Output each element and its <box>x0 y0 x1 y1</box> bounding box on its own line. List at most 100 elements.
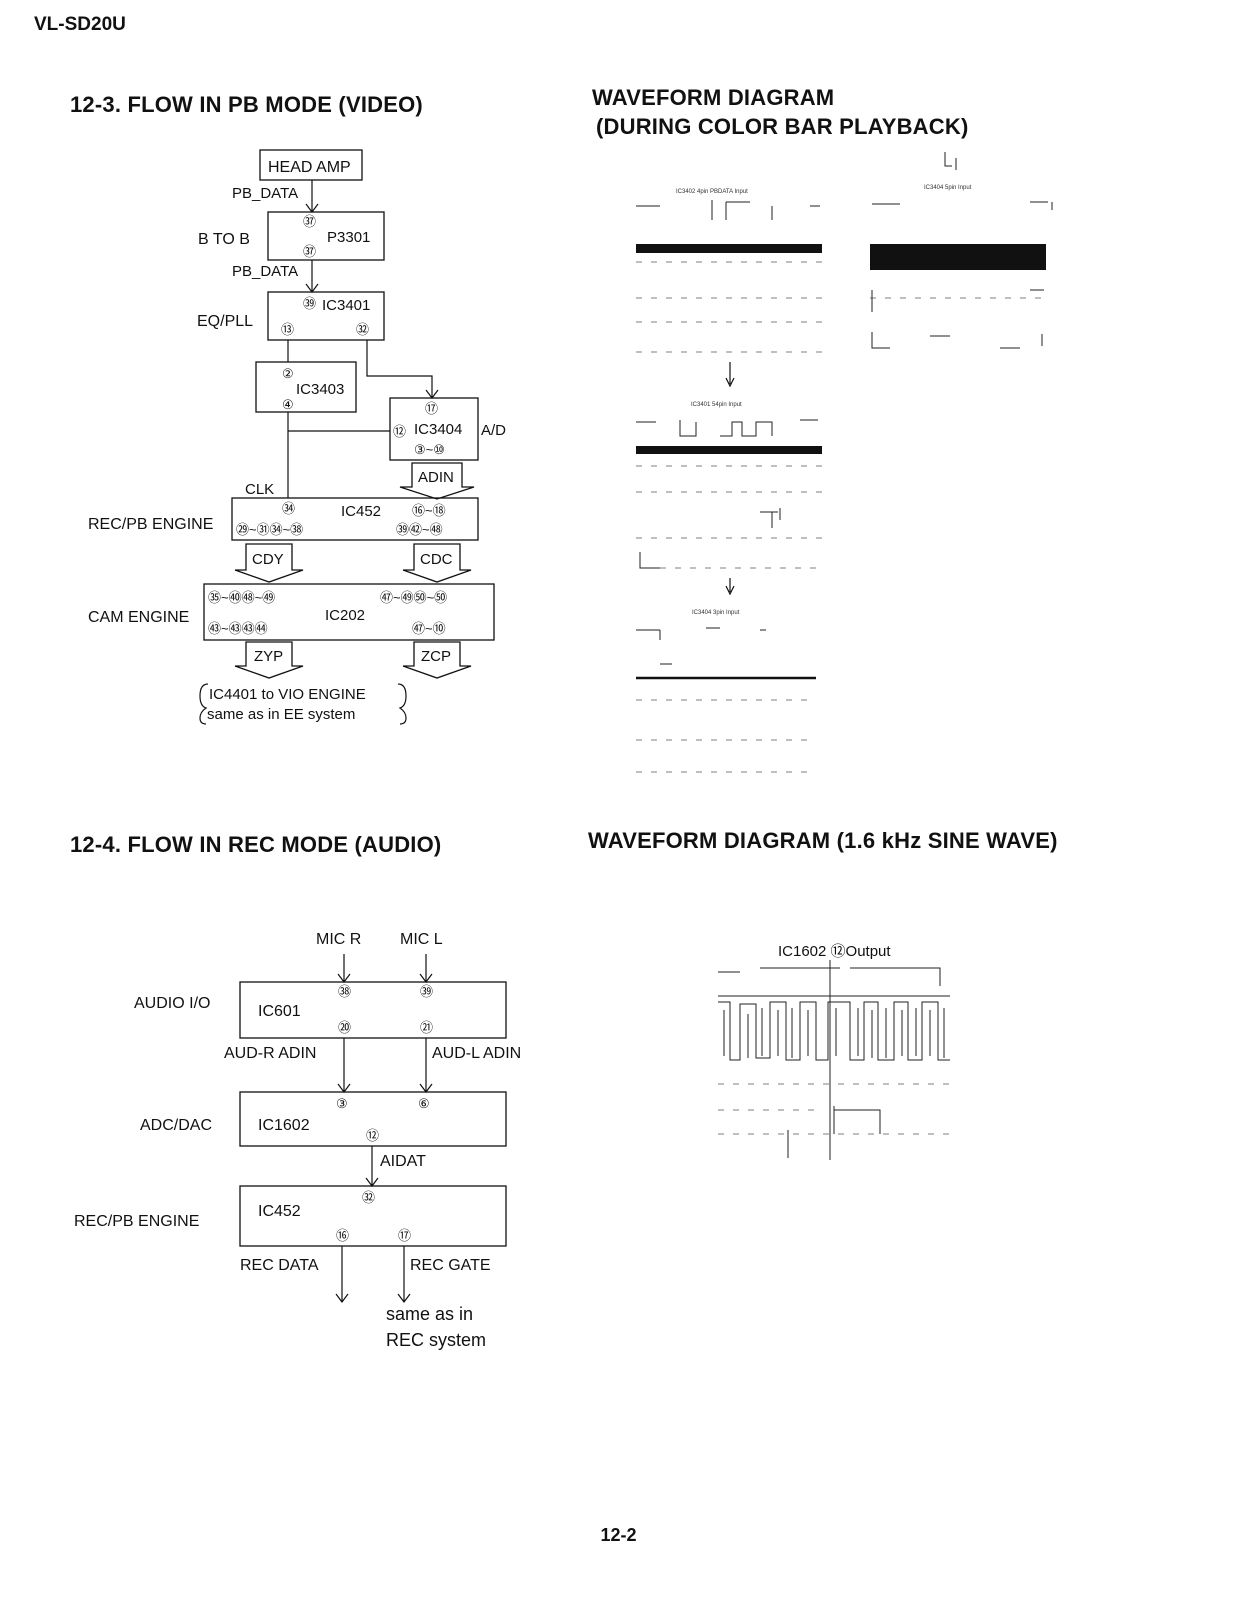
pin-32-audio: ㉜ <box>362 1190 375 1205</box>
ic202-pins-top-left: ㉟~㊵㊽~㊾ <box>208 590 275 605</box>
head-amp-label: HEAD AMP <box>268 159 351 176</box>
wf-down-arrow-1 <box>725 362 735 388</box>
ic601-label: IC601 <box>258 1003 301 1020</box>
pin-12: ⑫ <box>366 1128 379 1143</box>
zyp-label: ZYP <box>254 648 283 665</box>
ic452-audio-block <box>239 1185 507 1247</box>
ic202-block <box>203 583 495 641</box>
rec-gate-label: REC GATE <box>410 1257 491 1274</box>
ic452-pins-top-left: ㉞ <box>282 501 295 516</box>
recpb-engine-audio-label: REC/PB ENGINE <box>74 1213 199 1230</box>
pin-2: ② <box>282 366 294 381</box>
wf2-trace <box>870 201 1053 349</box>
ic452-pins-top-right: ⑯~⑱ <box>412 503 446 518</box>
cdy-label: CDY <box>252 551 284 568</box>
cdy-arrow <box>234 543 304 583</box>
waveform-title-rec: WAVEFORM DIAGRAM (1.6 kHz SINE WAVE) <box>588 828 1058 853</box>
cam-engine-label: CAM ENGINE <box>88 609 189 626</box>
zyp-arrow <box>234 641 304 679</box>
ic452-block <box>231 497 479 541</box>
page-number: 12-2 <box>600 1525 637 1545</box>
ic452-audio-label: IC452 <box>258 1203 301 1220</box>
rec-data-label: REC DATA <box>240 1257 319 1274</box>
eq-pll-label: EQ/PLL <box>197 313 253 330</box>
rec-note-line2: REC system <box>386 1330 486 1350</box>
ic452-pins-bottom-right: ㊴㊷~㊽ <box>396 522 443 537</box>
wf2-caption: IC3404 5pin Input <box>924 185 972 191</box>
wf-down-arrow-2 <box>725 578 735 596</box>
wf4-trace <box>636 627 816 773</box>
waveform-title-pb-line1: WAVEFORM DIAGRAM <box>592 85 835 110</box>
ic202-pins-bottom-left: ㊸~㊸㊸㊹ <box>208 621 268 636</box>
pin-37b: ㊲ <box>303 244 316 259</box>
pin-39: ㊴ <box>303 296 316 311</box>
pin-12: ⑫ <box>393 424 406 439</box>
ad-label: A/D <box>481 422 506 439</box>
p3301-label: P3301 <box>327 229 370 246</box>
ic1602-block <box>239 1091 507 1147</box>
ic3403-label: IC3403 <box>296 381 344 398</box>
recpb-engine-label: REC/PB ENGINE <box>88 516 213 533</box>
adin-arrow <box>399 462 475 500</box>
pin-21: ㉑ <box>420 1020 433 1035</box>
pin-3: ③ <box>336 1096 348 1111</box>
pb-waveform-panel: IC3402 4pin PBDATA Input IC3404 5pin Inp… <box>636 152 1053 773</box>
mic-r-label: MIC R <box>316 931 361 948</box>
pin-13: ⑬ <box>281 322 294 337</box>
wf1-trace <box>636 200 822 353</box>
ic601-block <box>239 981 507 1039</box>
ic452-label: IC452 <box>341 503 381 520</box>
aud-l-adin-label: AUD-L ADIN <box>432 1045 521 1062</box>
wf3-caption: IC3401 54pin Input <box>691 402 742 408</box>
clk-label: CLK <box>245 481 274 498</box>
p3301-block <box>267 211 385 261</box>
wf2-marker <box>944 152 957 170</box>
pb-video-flow-diagram: HEAD AMP PB_DATA B TO B ㊲ P3301 ㊲ PB_DAT… <box>88 149 506 725</box>
rec-waveform-caption: IC1602 ⑫Output <box>778 943 891 960</box>
section-title-pb-video: 12-3. FLOW IN PB MODE (VIDEO) <box>70 92 423 117</box>
pin-4: ④ <box>282 397 294 412</box>
rec-waveform-panel: IC1602 ⑫Output <box>718 943 950 1160</box>
mic-l-label: MIC L <box>400 931 443 948</box>
pin-116: ⑯ <box>336 1228 349 1243</box>
rec-waveform-trace <box>718 960 950 1160</box>
audio-io-label: AUDIO I/O <box>134 995 210 1012</box>
wf4-caption: IC3404 3pin Input <box>692 610 740 616</box>
waveform-title-pb-line2: (DURING COLOR BAR PLAYBACK) <box>596 114 969 139</box>
zcp-label: ZCP <box>421 648 451 665</box>
model-name: VL-SD20U <box>34 14 126 35</box>
pb-data-label-1: PB_DATA <box>232 185 298 202</box>
wf3-trace <box>636 419 822 569</box>
aidat-label: AIDAT <box>380 1153 426 1170</box>
pin-37a: ㊲ <box>303 214 316 229</box>
pins-3-10: ③~⑩ <box>414 442 445 457</box>
section-title-rec-audio: 12-4. FLOW IN REC MODE (AUDIO) <box>70 832 442 857</box>
ic3401-block <box>267 291 385 341</box>
pb-note-line1: IC4401 to VIO ENGINE <box>209 686 366 703</box>
ic3404-label: IC3404 <box>414 421 462 438</box>
pin-20: ⑳ <box>338 1020 351 1035</box>
adin-label: ADIN <box>418 469 454 486</box>
wf1-caption: IC3402 4pin PBDATA Input <box>676 189 748 195</box>
rec-audio-flow-diagram: MIC R MIC L AUDIO I/O IC601 ㊳ ㊴ ⑳ ㉑ AUD-… <box>74 931 521 1350</box>
cdc-arrow <box>402 543 472 583</box>
ic202-label: IC202 <box>325 607 365 624</box>
rec-note-line1: same as in <box>386 1304 473 1324</box>
pin-117: ⑰ <box>398 1228 411 1243</box>
head-amp-block <box>259 149 363 181</box>
ic202-pins-top-right: ㊼~㊾㊿~㊿ <box>380 590 447 605</box>
pin-39: ㊴ <box>420 984 433 999</box>
pin-38: ㊳ <box>338 984 351 999</box>
aud-r-adin-label: AUD-R ADIN <box>224 1045 316 1062</box>
pin-6: ⑥ <box>418 1096 430 1111</box>
adc-dac-label: ADC/DAC <box>140 1117 212 1134</box>
ic3403-block <box>255 361 357 413</box>
ic1602-label: IC1602 <box>258 1117 310 1134</box>
ic3404-block <box>389 397 479 461</box>
ic202-pins-bottom-right: ㊼~⑩ <box>412 621 446 636</box>
pin-17: ⑰ <box>425 401 438 416</box>
ic3401-label: IC3401 <box>322 297 370 314</box>
cdc-label: CDC <box>420 551 453 568</box>
pb-data-label-2: PB_DATA <box>232 263 298 280</box>
pb-note-line2: same as in EE system <box>207 706 355 723</box>
